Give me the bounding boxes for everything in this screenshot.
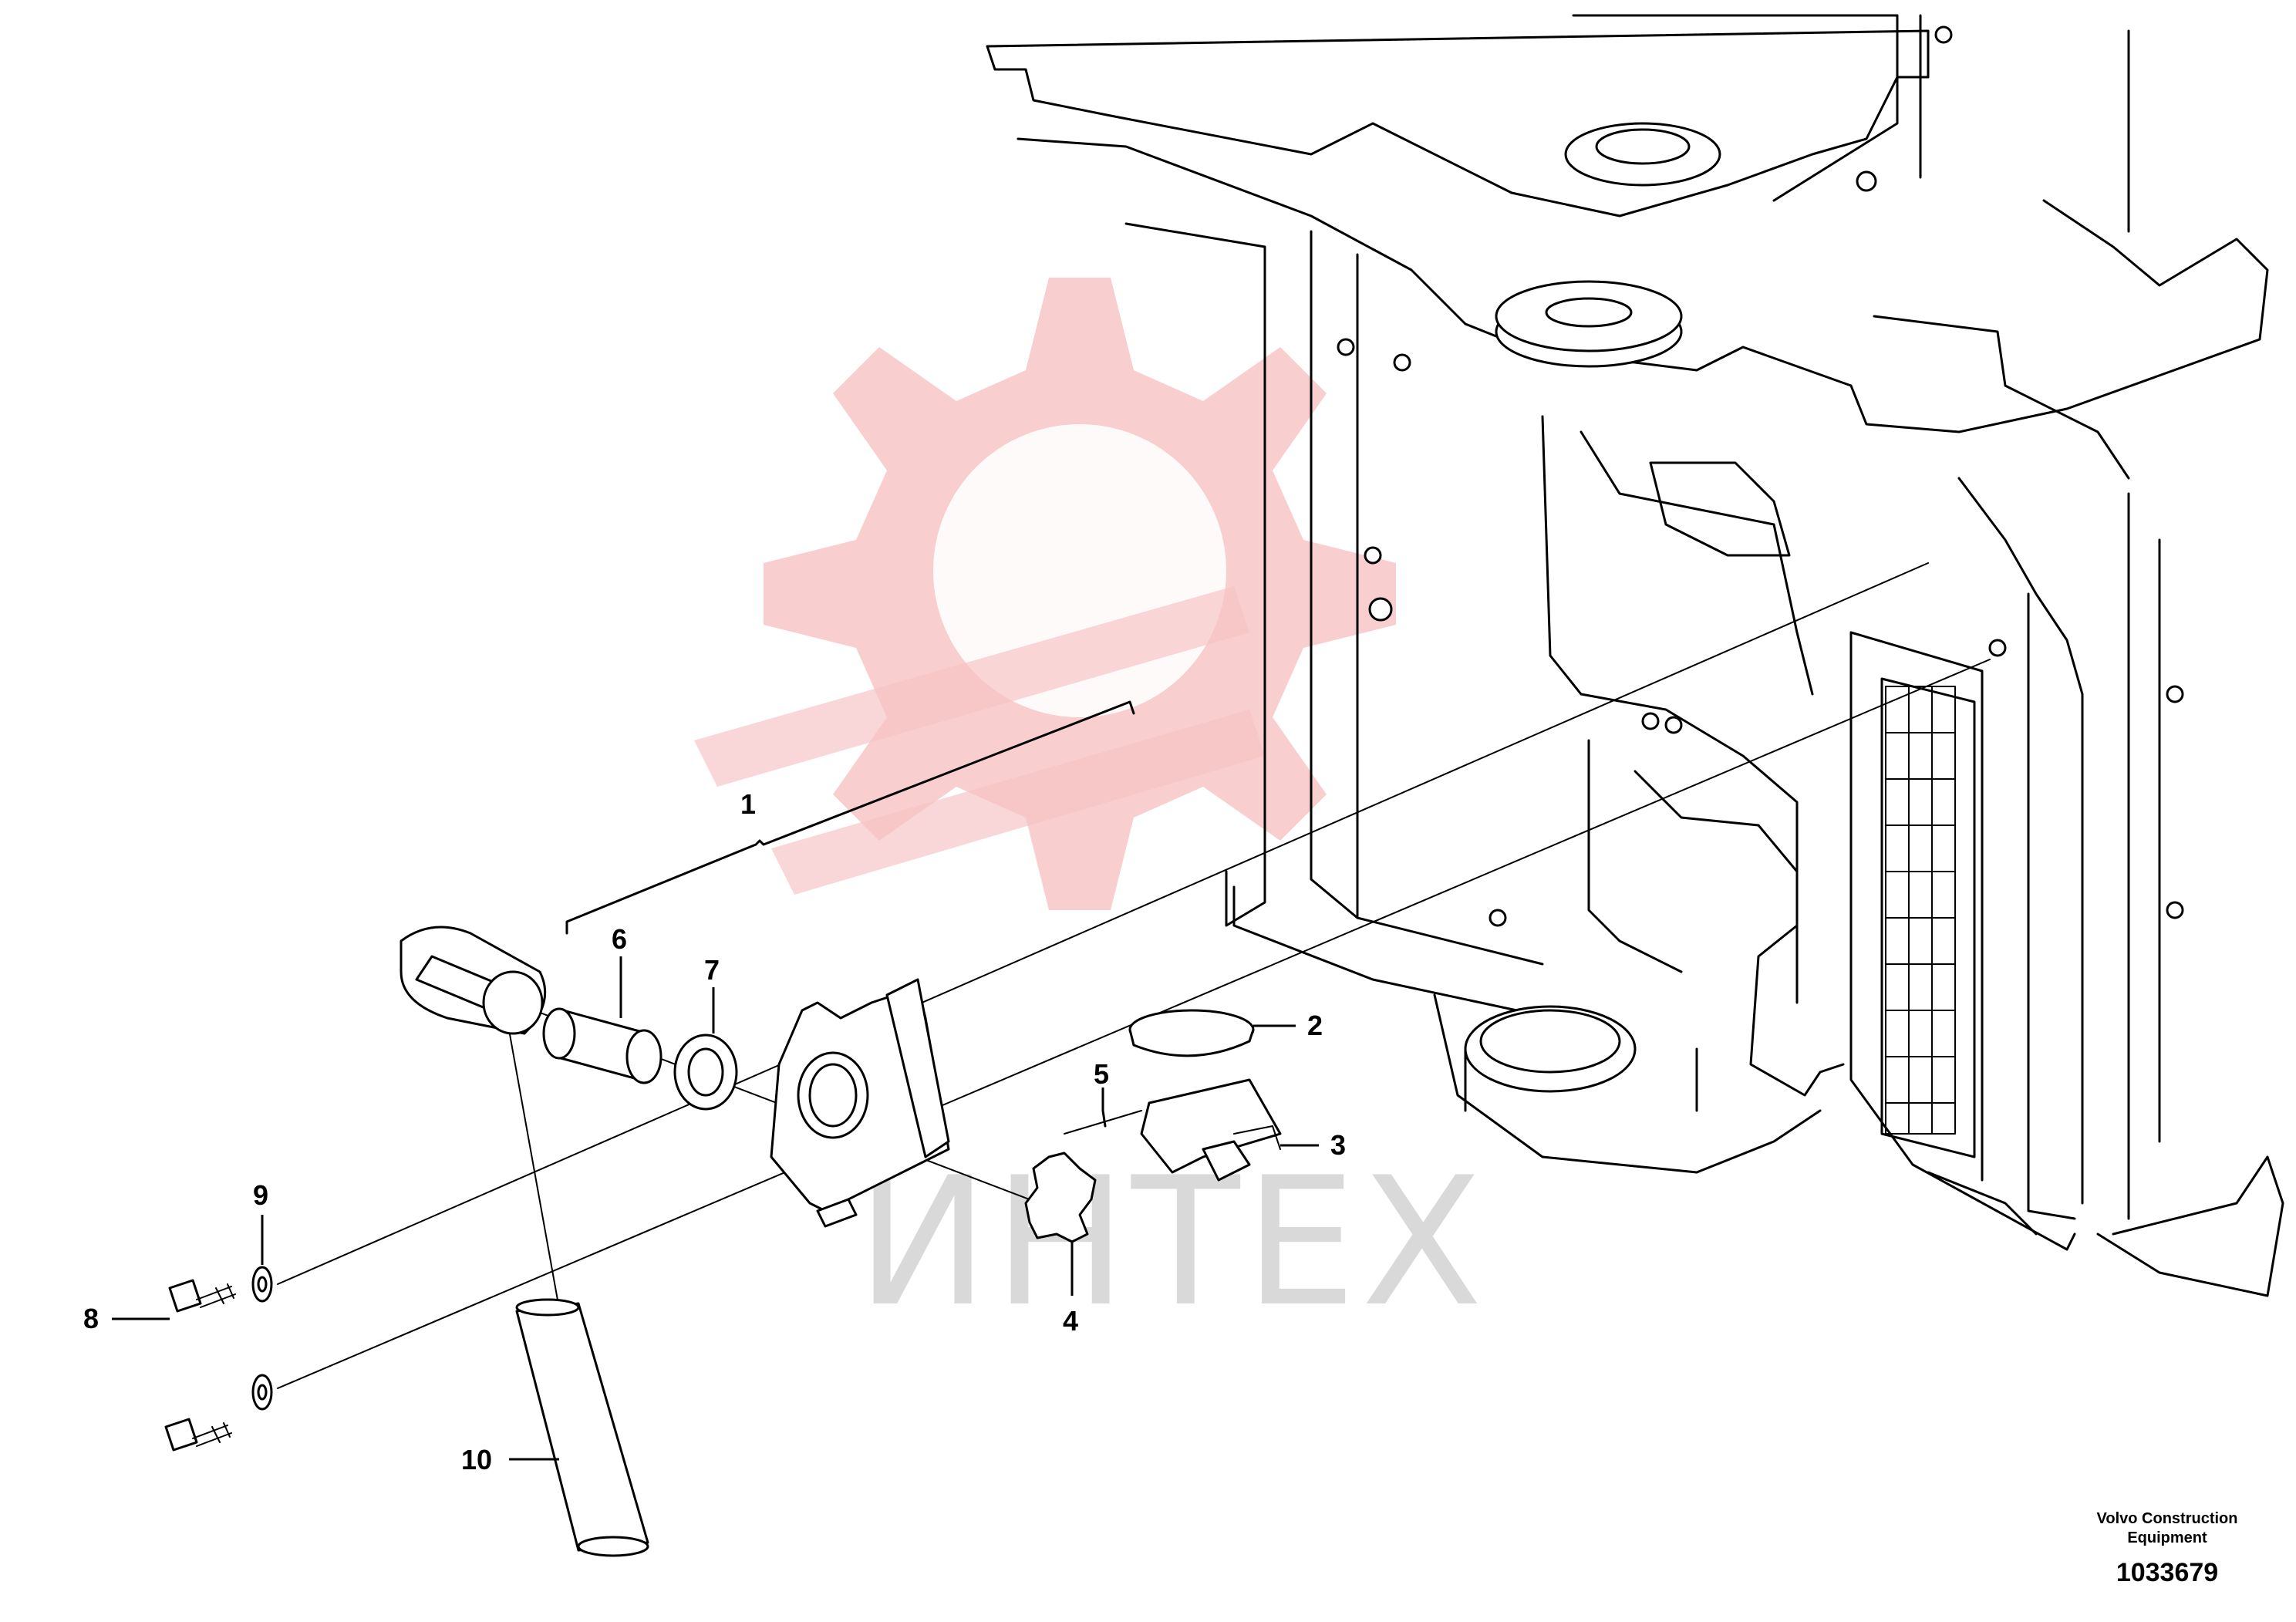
part-6-bushing [542, 1007, 663, 1084]
watermark-gear-logo [694, 278, 1396, 910]
part-3-switch [1140, 1078, 1282, 1182]
callout-2: 2 [1307, 1010, 1323, 1041]
callout-6: 6 [612, 923, 627, 955]
callout-7: 7 [704, 954, 720, 986]
part-9-washers [251, 1266, 273, 1411]
callout-5: 5 [1094, 1058, 1109, 1090]
callout-8: 8 [83, 1303, 99, 1334]
excavator-frame [986, 14, 2284, 1297]
part-8-bolts [164, 1279, 236, 1452]
drawing-number: 1033679 [2116, 1558, 2218, 1587]
part-10-handle-grip [515, 1298, 649, 1557]
callout-1: 1 [740, 788, 756, 820]
watermark-text: ИНТЕХ [856, 1140, 1487, 1346]
lever-handle [400, 926, 547, 1035]
assembly-bracket [565, 700, 1135, 935]
callout-4: 4 [1063, 1305, 1078, 1337]
footer-company-line2: Equipment [2127, 1529, 2207, 1546]
part-2-cap [1128, 1009, 1255, 1057]
footer-company-line1: Volvo Construction [2097, 1510, 2238, 1527]
part-7-washer [673, 1034, 738, 1111]
callout-10: 10 [461, 1444, 492, 1475]
callout-9: 9 [253, 1179, 268, 1211]
lever-bracket-plate [770, 978, 950, 1228]
callout-leaders [112, 956, 1319, 1461]
callout-3: 3 [1330, 1129, 1346, 1161]
part-5-pin [1101, 1109, 1107, 1128]
